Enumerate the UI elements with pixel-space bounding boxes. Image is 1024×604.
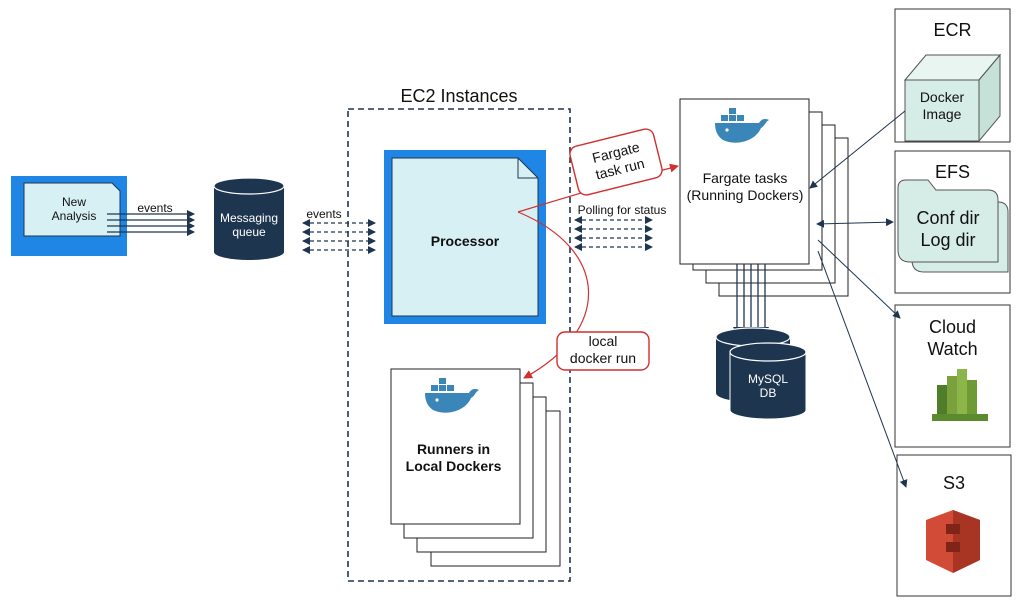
cloudwatch-icon bbox=[932, 369, 988, 421]
processor-box bbox=[384, 150, 546, 324]
docker-image-label: Docker Image bbox=[905, 89, 979, 123]
local-run-arrow bbox=[517, 211, 590, 379]
docker-image-cube bbox=[903, 53, 1002, 143]
service-connectors bbox=[809, 110, 908, 488]
messaging-queue-line1: Messaging bbox=[219, 211, 279, 225]
docker-image-line2: Image bbox=[922, 105, 962, 122]
runners-line2: Local Dockers bbox=[405, 457, 502, 474]
mysql-line2: DB bbox=[759, 386, 777, 401]
polling-arrows bbox=[574, 216, 653, 251]
events-label-left: events bbox=[137, 201, 173, 215]
fargate-tasks-label: Fargate tasks (Running Dockers) bbox=[683, 170, 807, 204]
ec2-title: EC2 Instances bbox=[400, 86, 518, 106]
events-arrows-left bbox=[107, 210, 195, 236]
local-run-line1: local bbox=[588, 333, 618, 349]
s3-title: S3 bbox=[942, 473, 966, 493]
new-analysis-line2: Analysis bbox=[51, 209, 97, 224]
cloudwatch-line2: Watch bbox=[927, 338, 978, 359]
processor-label[interactable]: Processor bbox=[430, 233, 500, 249]
fargate-run-label-box bbox=[569, 128, 663, 196]
fargate-document-stack bbox=[679, 98, 849, 297]
cloudwatch-line1: Cloud bbox=[928, 317, 977, 337]
db-arrows bbox=[733, 264, 769, 335]
cloudwatch-title: Cloud Watch bbox=[895, 317, 1010, 360]
fargate-tasks-line2: (Running Dockers) bbox=[686, 186, 804, 203]
efs-title: EFS bbox=[934, 162, 970, 182]
events-arrows-mid bbox=[302, 219, 376, 254]
polling-label: Polling for status bbox=[577, 203, 667, 217]
efs-dirs-label: Conf dir Log dir bbox=[898, 208, 998, 251]
messaging-queue-cylinder bbox=[213, 177, 285, 260]
messaging-queue-label: Messaging queue bbox=[214, 211, 284, 240]
efs-folder-icons bbox=[897, 179, 1009, 273]
mysql-line1: MySQL bbox=[747, 372, 788, 386]
new-analysis-line1: New bbox=[61, 195, 86, 209]
efs-log-dir: Log dir bbox=[920, 229, 976, 250]
local-run-label-box bbox=[556, 331, 650, 371]
new-analysis-label[interactable]: New Analysis bbox=[34, 195, 114, 224]
mysql-cylinders bbox=[715, 327, 807, 420]
s3-bucket-icon bbox=[926, 510, 980, 573]
runners-label: Runners in Local Dockers bbox=[391, 441, 516, 475]
fargate-tasks-line1: Fargate tasks bbox=[702, 170, 788, 186]
docker-image-line1: Docker bbox=[919, 89, 965, 105]
ec2-boundary bbox=[347, 108, 571, 582]
messaging-queue-line2: queue bbox=[232, 225, 266, 240]
events-label-mid: events bbox=[306, 207, 342, 221]
local-run-line2: docker run bbox=[569, 349, 637, 366]
runners-line1: Runners in bbox=[416, 441, 491, 457]
mysql-label: MySQL DB bbox=[730, 372, 806, 401]
ecr-title: ECR bbox=[933, 20, 972, 40]
efs-conf-dir: Conf dir bbox=[916, 208, 980, 228]
local-run-label: local docker run bbox=[557, 333, 649, 367]
